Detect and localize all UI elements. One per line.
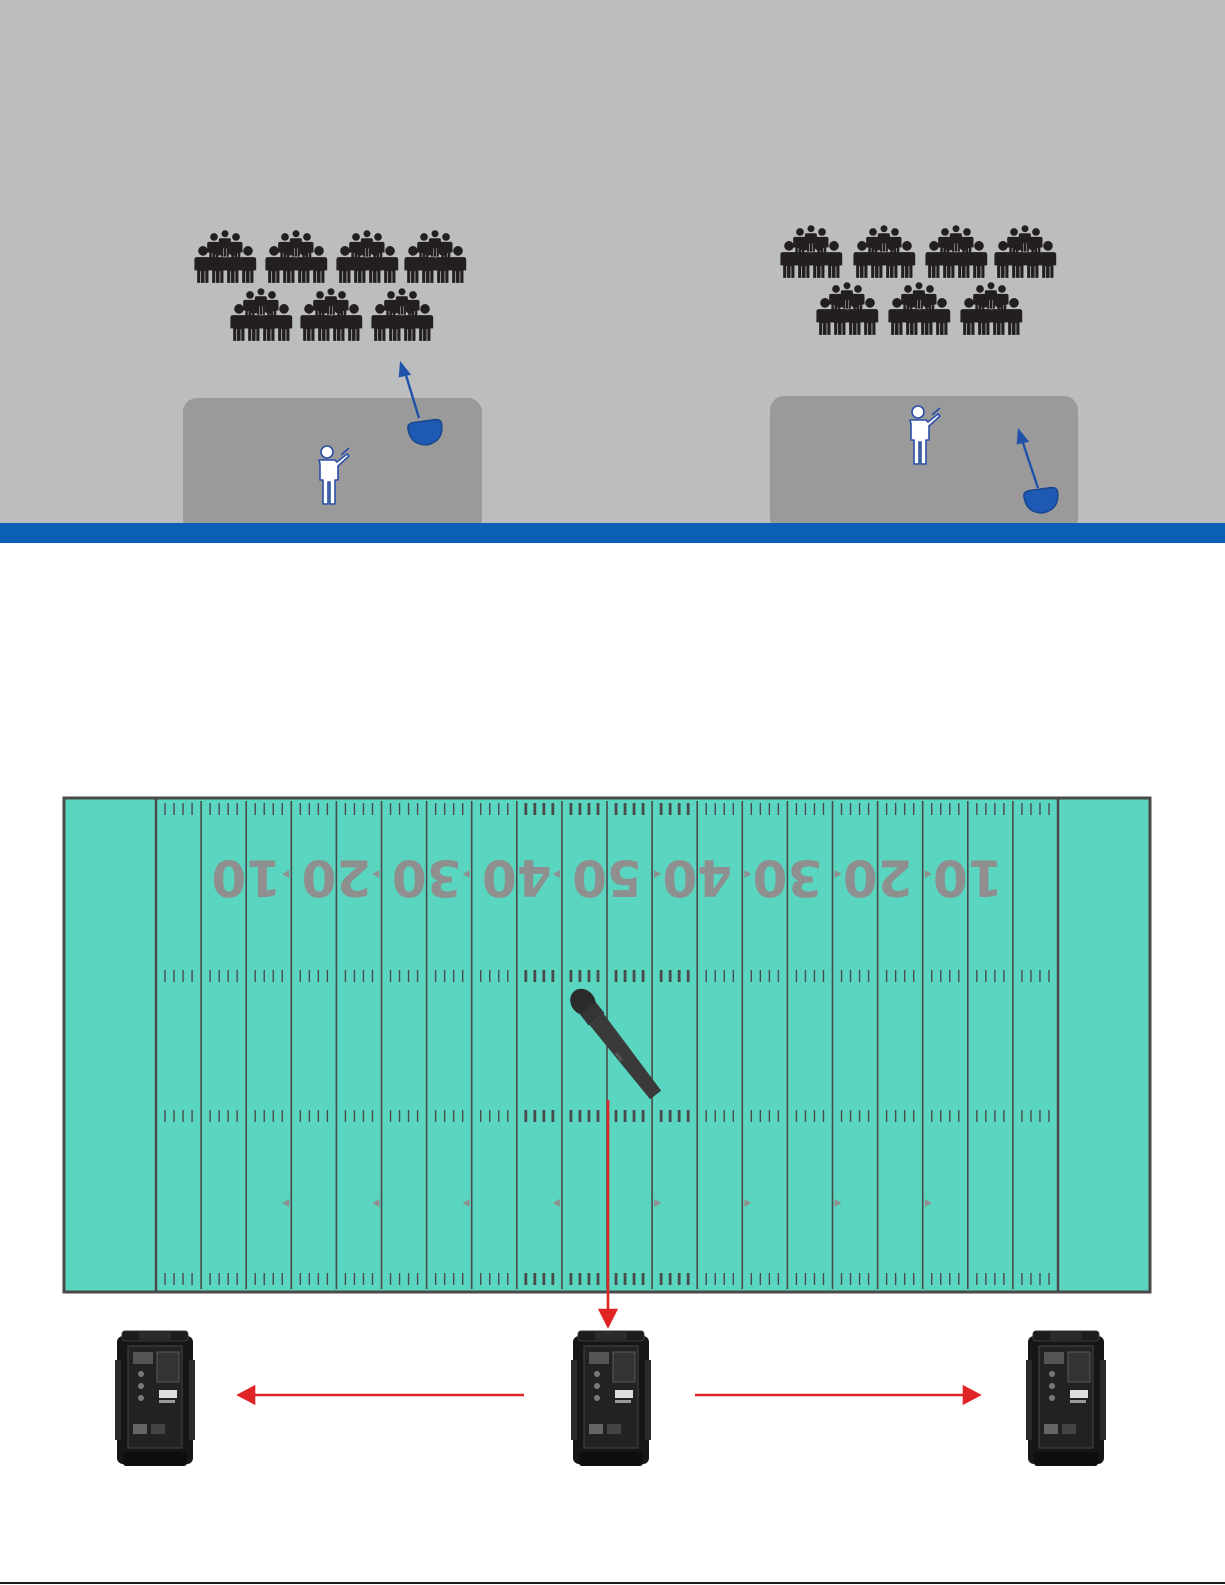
blue-wall-band: [0, 523, 1225, 543]
yard-number: 20: [843, 849, 913, 907]
yard-number: 10: [933, 849, 1003, 907]
yard-number: 40: [482, 849, 552, 907]
red-arrow-left: [239, 1387, 524, 1403]
portable-pa-speaker-icon: [571, 1331, 651, 1466]
yard-number: 50: [572, 849, 642, 907]
yard-number: 20: [302, 849, 372, 907]
portable-pa-speaker-icon: [115, 1331, 195, 1466]
portable-pa-speaker-icon: [1026, 1331, 1106, 1466]
red-arrow-right: [695, 1387, 979, 1403]
yard-number: 30: [392, 849, 462, 907]
yard-number: 40: [662, 849, 732, 907]
yard-number: 10: [211, 849, 281, 907]
yard-number: 30: [753, 849, 823, 907]
